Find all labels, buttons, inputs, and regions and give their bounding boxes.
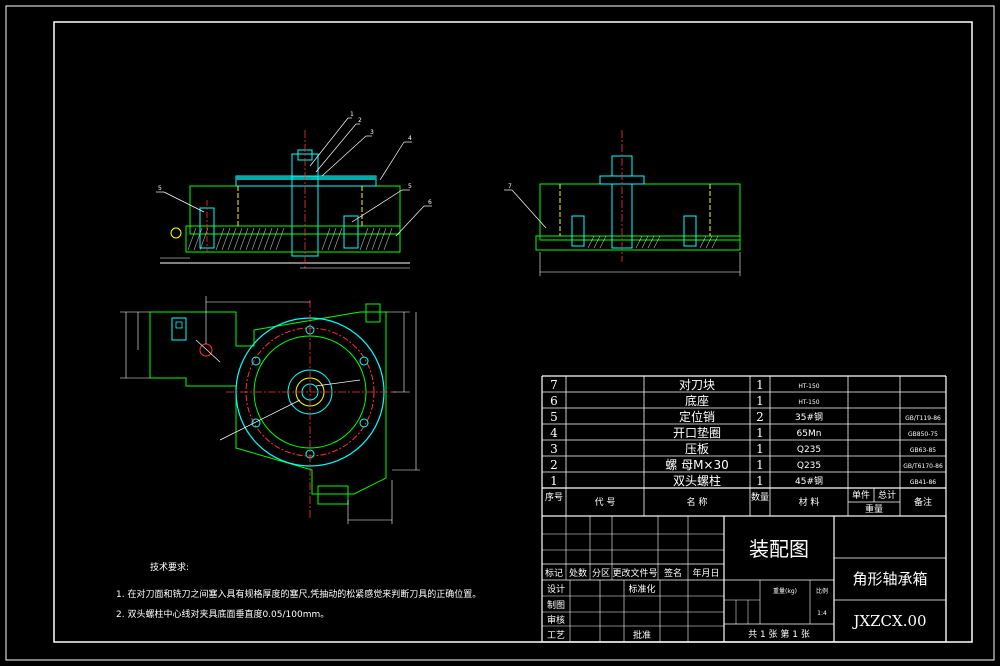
sheet-count: 共 1 张 第 1 张 (748, 628, 810, 640)
bom-row: 4 开口垫圈 1 65Mn GB850-75 (550, 425, 938, 440)
svg-text:1: 1 (756, 442, 764, 456)
scale-value: 1:4 (817, 610, 827, 617)
balloon-5-right: 5 (408, 183, 412, 190)
svg-text:数量: 数量 (751, 491, 769, 503)
title-block (541, 515, 947, 643)
inner-frame (53, 21, 973, 643)
rev-header-doc: 更改文件号 (612, 567, 657, 579)
svg-text:备注: 备注 (914, 496, 932, 508)
rev-header-count: 处数 (569, 567, 587, 579)
approve-label: 批准 (633, 629, 651, 641)
rev-header-sign: 签名 (664, 567, 682, 579)
standardization-label: 标准化 (628, 583, 655, 595)
svg-text:1: 1 (756, 378, 764, 392)
rev-header-date: 年月日 (692, 567, 719, 579)
notes-title: 技术要求: (150, 561, 189, 573)
svg-text:65Mn: 65Mn (797, 429, 822, 439)
svg-text:GB41-86: GB41-86 (910, 479, 936, 486)
svg-text:1: 1 (756, 458, 764, 472)
svg-text:HT-150: HT-150 (798, 383, 819, 390)
weight-label: 重量(kg) (773, 587, 797, 595)
bom-header: 序号 代 号 名 称 数量 材 料 单件 总计 重量 备注 (545, 489, 932, 515)
top-view-dimensions (120, 296, 420, 524)
svg-text:35#钢: 35#钢 (795, 411, 823, 423)
sign-row-design: 设计 (547, 583, 565, 595)
svg-text:压板: 压板 (685, 442, 709, 456)
svg-text:1: 1 (756, 394, 764, 408)
bom-row: 7 对刀块 1 HT-150 (550, 378, 820, 392)
part-name: 角形轴承箱 (852, 570, 927, 588)
balloon-6: 6 (428, 199, 432, 206)
drawing-title: 装配图 (749, 537, 809, 561)
svg-text:GB850-75: GB850-75 (908, 431, 938, 438)
front-view (160, 130, 410, 270)
svg-text:5: 5 (550, 410, 558, 424)
svg-text:序号: 序号 (545, 491, 563, 503)
svg-text:6: 6 (550, 394, 558, 408)
note-1: 1. 在对刀面和铣刀之间塞入具有规格厚度的塞尺,凭抽动的松紧感觉来判断刀具的正确… (116, 588, 481, 600)
balloon-2: 2 (358, 117, 362, 124)
svg-text:Q235: Q235 (797, 461, 821, 471)
outer-border (5, 5, 995, 661)
svg-text:单件: 单件 (852, 489, 870, 501)
svg-text:材 料: 材 料 (799, 496, 820, 508)
balloon-5-left: 5 (158, 185, 162, 192)
bom-row: 5 定位销 2 35#钢 GB/T119-86 (550, 409, 941, 424)
sign-row-review: 审核 (547, 614, 565, 626)
bom-row: 1 双头螺柱 1 45#钢 GB41-86 (550, 473, 936, 488)
balloon-7: 7 (508, 183, 512, 190)
svg-text:名 称: 名 称 (687, 496, 708, 508)
bom-row: 3 压板 1 Q235 GB63-85 (550, 442, 936, 456)
svg-text:对刀块: 对刀块 (679, 378, 715, 392)
scale-label: 比例 (816, 587, 828, 595)
svg-text:螺 母M×30: 螺 母M×30 (665, 458, 729, 472)
svg-text:1: 1 (550, 474, 558, 488)
svg-text:双头螺柱: 双头螺柱 (673, 473, 721, 488)
svg-text:3: 3 (550, 442, 558, 456)
drawing-number: JXZCX.00 (851, 612, 926, 630)
front-view-callouts (156, 117, 432, 237)
svg-text:1: 1 (756, 474, 764, 488)
svg-text:定位销: 定位销 (679, 409, 715, 424)
svg-text:HT-150: HT-150 (798, 399, 819, 406)
sign-row-draw: 制图 (547, 599, 565, 611)
sign-row-process: 工艺 (547, 630, 565, 641)
top-view (149, 300, 396, 520)
note-2: 2. 双头螺柱中心线对夹具底面垂直度0.05/100mm。 (116, 608, 329, 620)
balloon-3: 3 (370, 129, 374, 136)
svg-text:2: 2 (550, 458, 558, 472)
bom-table (541, 375, 947, 642)
balloon-1: 1 (350, 111, 354, 118)
svg-text:Q235: Q235 (797, 445, 821, 455)
svg-text:代 号: 代 号 (595, 497, 616, 508)
svg-text:开口垫圈: 开口垫圈 (673, 425, 721, 440)
side-view (504, 130, 741, 276)
svg-text:4: 4 (550, 426, 558, 440)
rev-header-mark: 标记 (545, 567, 563, 579)
svg-text:1: 1 (756, 426, 764, 440)
svg-text:7: 7 (550, 378, 558, 392)
svg-text:GB63-85: GB63-85 (910, 447, 936, 454)
rev-header-zone: 分区 (592, 568, 610, 579)
svg-text:45#钢: 45#钢 (795, 475, 823, 487)
svg-text:底座: 底座 (685, 393, 709, 408)
balloon-4: 4 (408, 135, 412, 142)
svg-text:重量: 重量 (865, 503, 883, 515)
svg-text:GB/T6170-86: GB/T6170-86 (903, 463, 943, 470)
svg-text:2: 2 (756, 410, 764, 424)
bom-row: 2 螺 母M×30 1 Q235 GB/T6170-86 (550, 458, 943, 472)
svg-text:总计: 总计 (878, 489, 896, 501)
svg-text:GB/T119-86: GB/T119-86 (905, 415, 941, 422)
bom-row: 6 底座 1 HT-150 (550, 393, 820, 408)
